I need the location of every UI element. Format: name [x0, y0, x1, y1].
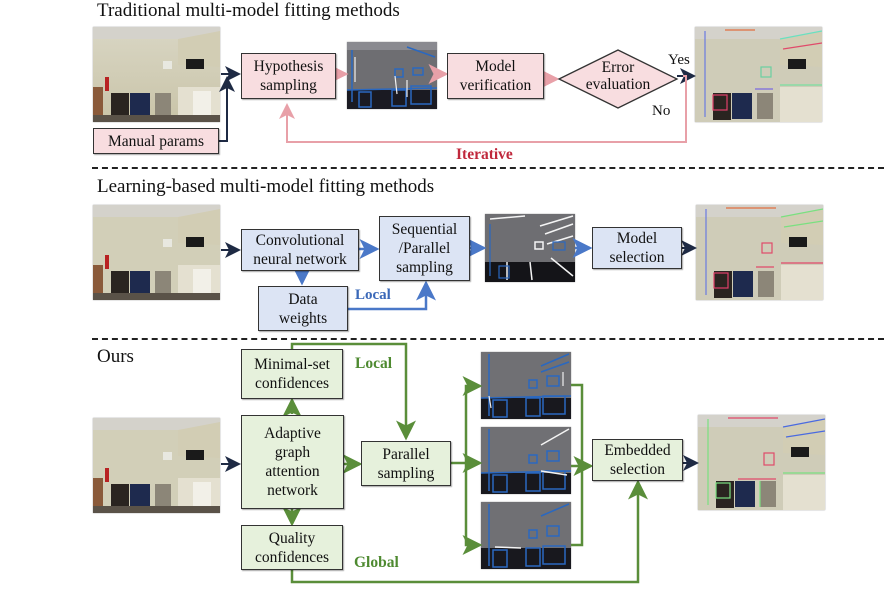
hypothesis-sampling-box: Hypothesis sampling: [241, 53, 336, 99]
result-photo: [698, 415, 825, 510]
embedded-selection-box: Embedded selection: [592, 439, 683, 481]
section-title-traditional: Traditional multi-model fitting methods: [97, 0, 400, 21]
section-title-learning: Learning-based multi-model fitting metho…: [97, 176, 435, 197]
parallel-sampling-box: Parallel sampling: [361, 441, 451, 486]
row3-arrows: [221, 342, 699, 584]
input-photo: [93, 418, 220, 513]
arrow-iterative-loop: [279, 75, 687, 143]
section-divider: [92, 167, 884, 169]
result-photo: [695, 27, 822, 122]
hypotheses-overlay-photo: [485, 214, 575, 282]
hypotheses-overlay-photo: [347, 42, 437, 109]
model-selection-box: Model selection: [592, 227, 682, 269]
iterative-label: Iterative: [456, 146, 513, 163]
local-label-blue: Local: [355, 287, 391, 303]
section-divider: [92, 338, 884, 340]
hypotheses-overlay-photo-2: [481, 427, 571, 494]
data-weights-box: Data weights: [258, 286, 348, 331]
cnn-box: Convolutional neural network: [241, 229, 359, 271]
quality-confidences-box: Quality confidences: [241, 525, 343, 570]
error-evaluation-label: Error evaluation: [585, 59, 651, 93]
result-photo: [696, 205, 823, 300]
model-verification-box: Model verification: [447, 53, 544, 99]
no-label: No: [652, 103, 671, 119]
minimal-set-confidences-box: Minimal-set confidences: [241, 349, 343, 399]
yes-label: Yes: [668, 52, 690, 68]
sequential-parallel-sampling-box: Sequential /Parallel sampling: [379, 216, 470, 281]
arrow-manual-params: [219, 76, 235, 142]
section-title-ours: Ours: [97, 346, 134, 367]
hypotheses-overlay-photo-3: [481, 502, 571, 569]
decision-diamond: [557, 49, 679, 109]
local-label-green: Local: [355, 355, 393, 372]
manual-params-box: Manual params: [93, 128, 219, 154]
input-photo: [93, 27, 220, 122]
adaptive-graph-attention-network-box: Adaptive graph attention network: [241, 415, 344, 509]
row2-arrows: [221, 238, 697, 311]
global-label-green: Global: [354, 554, 399, 571]
input-photo: [93, 205, 220, 300]
hypotheses-overlay-photo-1: [481, 352, 571, 419]
row1-arrows: [219, 64, 696, 143]
